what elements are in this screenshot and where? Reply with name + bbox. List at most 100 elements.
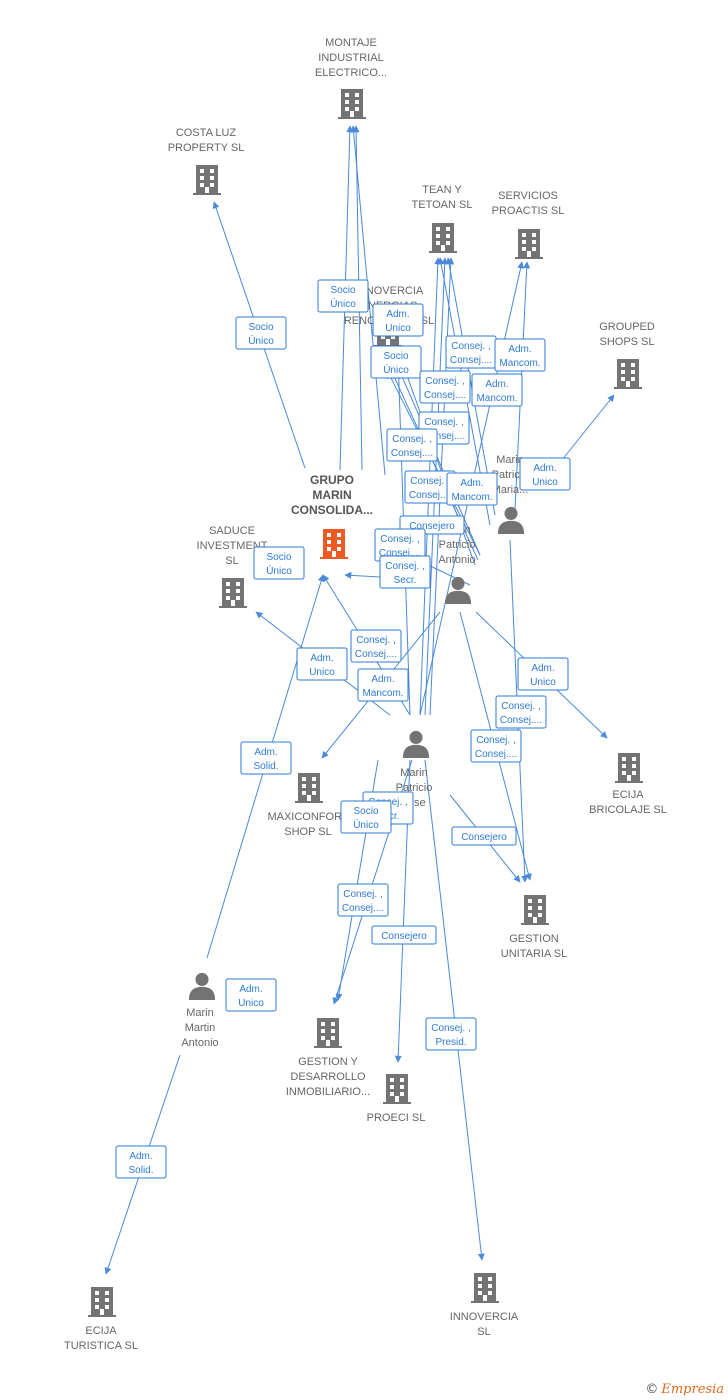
node-label-line: INNOVERCIA bbox=[450, 1311, 519, 1323]
node-label-line: ELECTRICO... bbox=[315, 67, 387, 79]
edge-label-box bbox=[470, 729, 522, 763]
edge-label-4[interactable]: Consej. ,Consej.... bbox=[445, 335, 497, 369]
edge-label-text: Consej.... bbox=[355, 649, 397, 660]
edge-label-29[interactable]: Consej. ,Presid. bbox=[425, 1017, 477, 1051]
building-icon bbox=[88, 1287, 116, 1317]
edge-label-30[interactable]: Adm.Solid. bbox=[115, 1145, 167, 1179]
edge-label-22[interactable]: Consej. ,Consej.... bbox=[470, 729, 522, 763]
node-label-line: SL bbox=[477, 1326, 490, 1338]
edge-label-text: Consej.... bbox=[424, 390, 466, 401]
edge-label-box bbox=[519, 457, 571, 491]
edge-label-text: Mancom. bbox=[451, 492, 492, 503]
edge-label-text: Solid. bbox=[128, 1165, 153, 1176]
edge-label-box bbox=[386, 428, 438, 462]
node-label-line: MONTAJE bbox=[325, 37, 377, 49]
node-proeci[interactable]: PROECI SL bbox=[367, 1074, 426, 1124]
node-label-line: INDUSTRIAL bbox=[318, 52, 383, 64]
edge-label-16[interactable]: Consej. ,Secr. bbox=[379, 555, 431, 589]
edge-label-box bbox=[495, 695, 547, 729]
node-montaje[interactable]: MONTAJE INDUSTRIAL ELECTRICO... bbox=[315, 37, 387, 119]
person-icon bbox=[402, 730, 430, 758]
edge-label-text: Adm. bbox=[310, 653, 333, 664]
node-label-line: TURISTICA SL bbox=[64, 1340, 138, 1352]
edge-label-text: Mancom. bbox=[362, 688, 403, 699]
edge-label-18[interactable]: Adm. Unico bbox=[296, 647, 348, 681]
edge-label-text: Único bbox=[330, 297, 356, 310]
edge-label-text: Consej. , bbox=[410, 476, 449, 487]
edge-label-21[interactable]: Consej. ,Consej.... bbox=[495, 695, 547, 729]
building-icon bbox=[471, 1273, 499, 1303]
edge-label-box bbox=[350, 629, 402, 663]
main-building-icon bbox=[320, 529, 348, 559]
edge-label-text: Unico bbox=[530, 677, 556, 688]
node-grupo-marin[interactable]: GRUPOMARINCONSOLIDA... bbox=[291, 473, 373, 559]
edge-label-12[interactable]: Adm.Unico bbox=[519, 457, 571, 491]
edge-label-6[interactable]: Consej. ,Consej.... bbox=[419, 370, 471, 404]
edge-label-box bbox=[370, 345, 422, 379]
edge-label-11[interactable]: Adm.Mancom. bbox=[446, 472, 498, 506]
person-icon bbox=[497, 506, 525, 534]
node-marin-patricio-maria[interactable]: MarinPatricioMaria... bbox=[492, 454, 529, 534]
edge-label-text: Consej.... bbox=[409, 490, 451, 501]
edge-label-box bbox=[115, 1145, 167, 1179]
edge-label-31[interactable]: Adm.Solid. bbox=[240, 741, 292, 775]
node-label-line: INNOVERCIA bbox=[355, 285, 424, 297]
edge-label-box bbox=[235, 316, 287, 350]
node-costa-luz[interactable]: COSTA LUZ PROPERTY SL bbox=[168, 127, 245, 195]
edge-label-2[interactable]: Adm.Unico bbox=[372, 303, 424, 337]
edge-line-30 bbox=[424, 759, 485, 1261]
node-label-line: PROPERTY SL bbox=[168, 142, 245, 154]
edge-label-text: Consej. , bbox=[356, 635, 395, 646]
edge-label-5[interactable]: Adm.Mancom. bbox=[494, 338, 546, 372]
edge-label-text: Único bbox=[353, 818, 379, 831]
edge-label-text: Adm. bbox=[508, 344, 531, 355]
edge-label-28[interactable]: Adm.Unico bbox=[225, 978, 277, 1012]
edge-label-text: Consej. , bbox=[451, 341, 490, 352]
edge-label-27[interactable]: Consejero bbox=[371, 925, 437, 945]
edge-label-text: Consej. , bbox=[424, 417, 463, 428]
edge-label-box bbox=[425, 1017, 477, 1051]
edge-label-text: Socio bbox=[330, 285, 355, 296]
edge-label-26[interactable]: Consej. ,Consej.... bbox=[337, 883, 389, 917]
building-icon bbox=[614, 359, 642, 389]
node-label-line: UNITARIA SL bbox=[501, 948, 567, 960]
node-label-line: Patricio bbox=[439, 539, 476, 551]
node-label-line: DESARROLLO bbox=[290, 1071, 366, 1083]
edge-label-text: Consej. , bbox=[380, 534, 419, 545]
edge-label-box bbox=[357, 668, 409, 702]
edge-label-20[interactable]: Adm.Unico bbox=[517, 657, 569, 691]
edge-label-15[interactable]: Consej. , Consej.... bbox=[374, 528, 426, 562]
edge-label-7[interactable]: Adm.Mancom. bbox=[471, 373, 523, 407]
edge-label-box bbox=[253, 546, 305, 580]
edge-label-9[interactable]: Consej. ,Consej.... bbox=[386, 428, 438, 462]
node-gestion-desarrollo[interactable]: GESTION YDESARROLLOINMOBILIARIO... bbox=[286, 1018, 370, 1098]
node-label-line: COSTA LUZ bbox=[176, 127, 237, 139]
edge-label-17[interactable]: Consej. , Consej.... bbox=[350, 629, 402, 663]
node-label-line: TETOAN SL bbox=[412, 199, 473, 211]
edge-label-text: Consej.... bbox=[423, 431, 465, 442]
node-label-line: SERVICIOS bbox=[498, 190, 558, 202]
edge-label-text: Unico bbox=[309, 667, 335, 678]
node-label-line: INMOBILIARIO... bbox=[286, 1086, 370, 1098]
node-innovercia[interactable]: INNOVERCIA SL bbox=[450, 1273, 519, 1338]
edge-label-19[interactable]: Adm.Mancom. bbox=[357, 668, 409, 702]
edge-label-23[interactable]: Consejero bbox=[451, 826, 517, 846]
edge-label-text: Consej.... bbox=[379, 548, 421, 559]
building-icon bbox=[314, 1018, 342, 1048]
node-label-line: Patricio bbox=[396, 782, 433, 794]
